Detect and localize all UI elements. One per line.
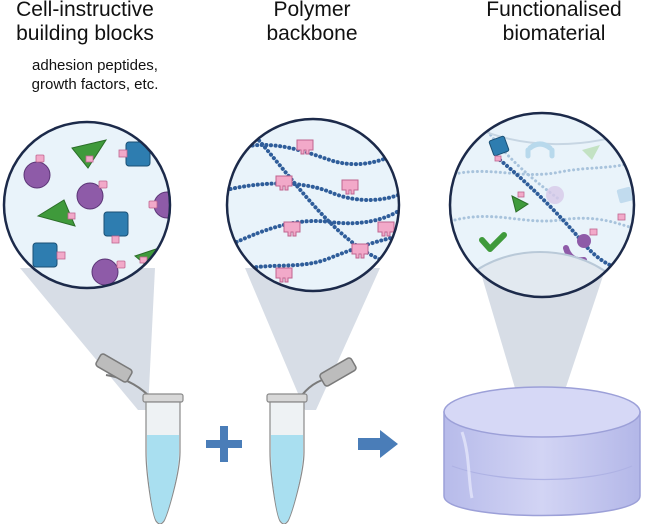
growth-factor-disc xyxy=(76,180,108,210)
panel2-title-line2: backbone xyxy=(266,22,358,45)
panel3-title-line2: biomaterial xyxy=(502,22,606,45)
cone-2 xyxy=(245,268,380,410)
panel1-subtitle-line2: growth factors, etc. xyxy=(31,76,159,93)
growth-factor-disc xyxy=(148,191,170,219)
panel2-title-line1: Polymer xyxy=(273,0,351,21)
peptide-triangle xyxy=(71,139,108,169)
polymer-chain xyxy=(227,181,399,202)
cone-1 xyxy=(20,268,155,410)
polymer-chain xyxy=(227,208,399,248)
panel2-title: Polymer backbone xyxy=(247,0,377,46)
panel3-title-line1: Functionalised xyxy=(486,0,622,21)
peptide-tags xyxy=(275,139,395,283)
protein-square xyxy=(32,242,66,268)
tube-icon xyxy=(95,353,184,524)
panel1-subtitle: adhesion peptides, growth factors, etc. xyxy=(10,56,180,94)
panel1-subtitle-line1: adhesion peptides, xyxy=(32,57,158,74)
protein-square xyxy=(103,211,129,244)
protein-square xyxy=(118,141,151,167)
polymer-chain xyxy=(236,234,399,272)
panel1-title-line1: Cell-instructive xyxy=(16,0,154,21)
plus-icon xyxy=(206,426,242,462)
growth-factor-disc xyxy=(23,154,51,189)
arrow-right-icon xyxy=(358,430,398,458)
peptide-triangle xyxy=(36,199,76,227)
building-blocks-circle xyxy=(2,120,172,290)
check-icon xyxy=(479,232,507,252)
panel1-title: Cell-instructive building blocks xyxy=(0,0,170,46)
hydrogel-disc-icon xyxy=(443,386,641,517)
polymer-backbone-circle xyxy=(225,117,401,293)
cone-3 xyxy=(480,270,605,405)
panel1-title-line2: building blocks xyxy=(16,22,154,45)
panel3-title: Functionalised biomaterial xyxy=(464,0,644,46)
tube-icon xyxy=(266,357,357,524)
